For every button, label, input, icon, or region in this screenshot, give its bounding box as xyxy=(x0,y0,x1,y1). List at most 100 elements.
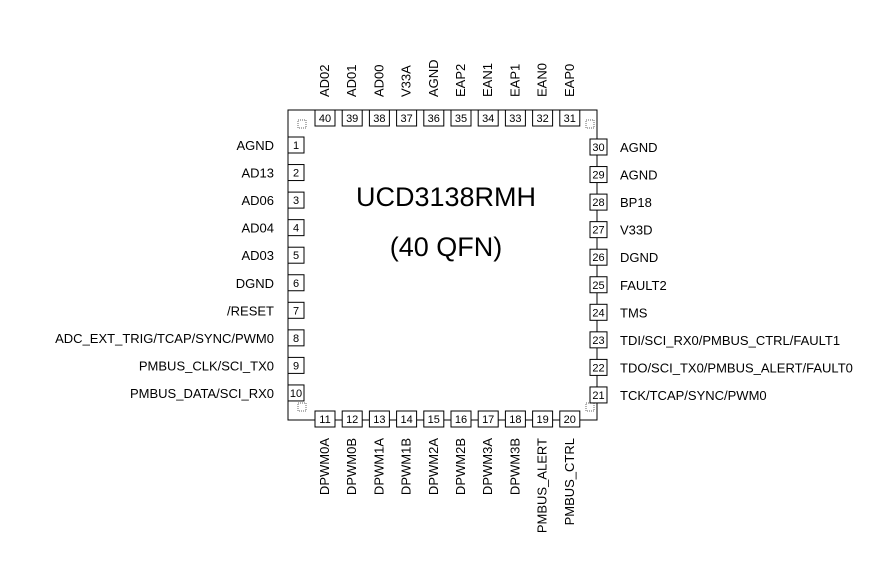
pin-label: BP18 xyxy=(620,195,652,210)
pin-box xyxy=(287,274,305,292)
pin-box xyxy=(589,358,608,376)
pin-label: V33A xyxy=(399,65,414,97)
pin-number: 9 xyxy=(293,360,299,372)
pin-box xyxy=(287,356,305,374)
pin-number: 15 xyxy=(428,414,440,426)
pin-box xyxy=(589,386,608,404)
corner-marker-top-right xyxy=(585,119,595,129)
pin-box xyxy=(287,246,305,264)
pin-box xyxy=(504,109,526,127)
pin-number: 13 xyxy=(373,414,385,426)
pin-number: 4 xyxy=(293,223,299,235)
pin-box xyxy=(341,410,363,428)
top-pin-group: 40AD0239AD0138AD0037V33A36AGND35EAP234EA… xyxy=(314,59,581,127)
pin-box xyxy=(287,164,305,182)
pin-label: PMBUS_DATA/SCI_RX0 xyxy=(130,386,274,401)
pin-box xyxy=(450,410,472,428)
pin-box xyxy=(368,109,390,127)
pin-box xyxy=(287,301,305,319)
pin-number: 11 xyxy=(319,414,330,426)
pin-number: 17 xyxy=(482,414,494,426)
pin-number: 20 xyxy=(564,414,576,426)
pin-number: 33 xyxy=(509,113,521,125)
pin-number: 16 xyxy=(455,414,467,426)
pin-box xyxy=(287,329,305,347)
pin-label: DPWM1A xyxy=(371,438,386,495)
pin-label: PMBUS_CLK/SCI_TX0 xyxy=(139,358,274,373)
pin-label: DPWM2B xyxy=(453,438,468,495)
pin-box xyxy=(287,219,305,237)
pin-label: AD04 xyxy=(241,221,274,236)
pin-label: AD01 xyxy=(344,64,359,97)
pin-number: 7 xyxy=(293,305,299,317)
pin-number: 18 xyxy=(509,414,521,426)
pin-box xyxy=(396,109,418,127)
pin-number: 40 xyxy=(319,113,331,125)
pin-number: 38 xyxy=(373,113,385,125)
pin-box xyxy=(368,410,390,428)
pin-number: 1 xyxy=(293,140,299,152)
pin-label: TDI/SCI_RX0/PMBUS_CTRL/FAULT1 xyxy=(620,333,840,348)
chip-package: (40 QFN) xyxy=(390,232,503,262)
pin-number: 29 xyxy=(592,170,604,182)
chip-name: UCD3138RMH xyxy=(356,182,536,212)
pin-box xyxy=(589,248,608,266)
pin-top-9: 32 EAN0 xyxy=(532,63,554,127)
pin-box xyxy=(287,191,305,209)
corner-marker-bottom-left xyxy=(297,402,307,412)
pin-box xyxy=(314,109,336,127)
pin-number: 5 xyxy=(293,250,299,262)
pin-label: /RESET xyxy=(227,303,274,318)
pin-number: 24 xyxy=(592,307,604,319)
pin-label: EAP2 xyxy=(453,64,468,97)
pin-box xyxy=(589,138,608,156)
pin-label: DPWM0B xyxy=(344,438,359,495)
pin-box xyxy=(477,109,499,127)
pin-number: 30 xyxy=(592,142,604,154)
pin-box xyxy=(559,109,581,127)
pin-top-1: 40 AD02 xyxy=(314,64,336,127)
pin-box xyxy=(423,109,445,127)
pin-label: DPWM3A xyxy=(480,438,495,495)
pin-label: PMBUS_ALERT xyxy=(535,438,550,533)
pin-label: EAN0 xyxy=(535,63,550,97)
pin-label: AGND xyxy=(426,59,441,97)
pin-label: FAULT2 xyxy=(620,278,667,293)
pin-label: TDO/SCI_TX0/PMBUS_ALERT/FAULT0 xyxy=(620,360,853,375)
pin-top-4: 37 V33A xyxy=(396,65,418,127)
pin-box xyxy=(589,193,608,211)
pin-box xyxy=(450,109,472,127)
pin-label: EAN1 xyxy=(480,63,495,97)
pin-number: 21 xyxy=(592,390,604,402)
pin-label: AD02 xyxy=(317,64,332,97)
pin-number: 32 xyxy=(536,113,548,125)
pin-number: 6 xyxy=(293,278,299,290)
pin-number: 37 xyxy=(400,113,412,125)
pin-number: 3 xyxy=(293,195,299,207)
pin-label: AD00 xyxy=(371,64,386,97)
